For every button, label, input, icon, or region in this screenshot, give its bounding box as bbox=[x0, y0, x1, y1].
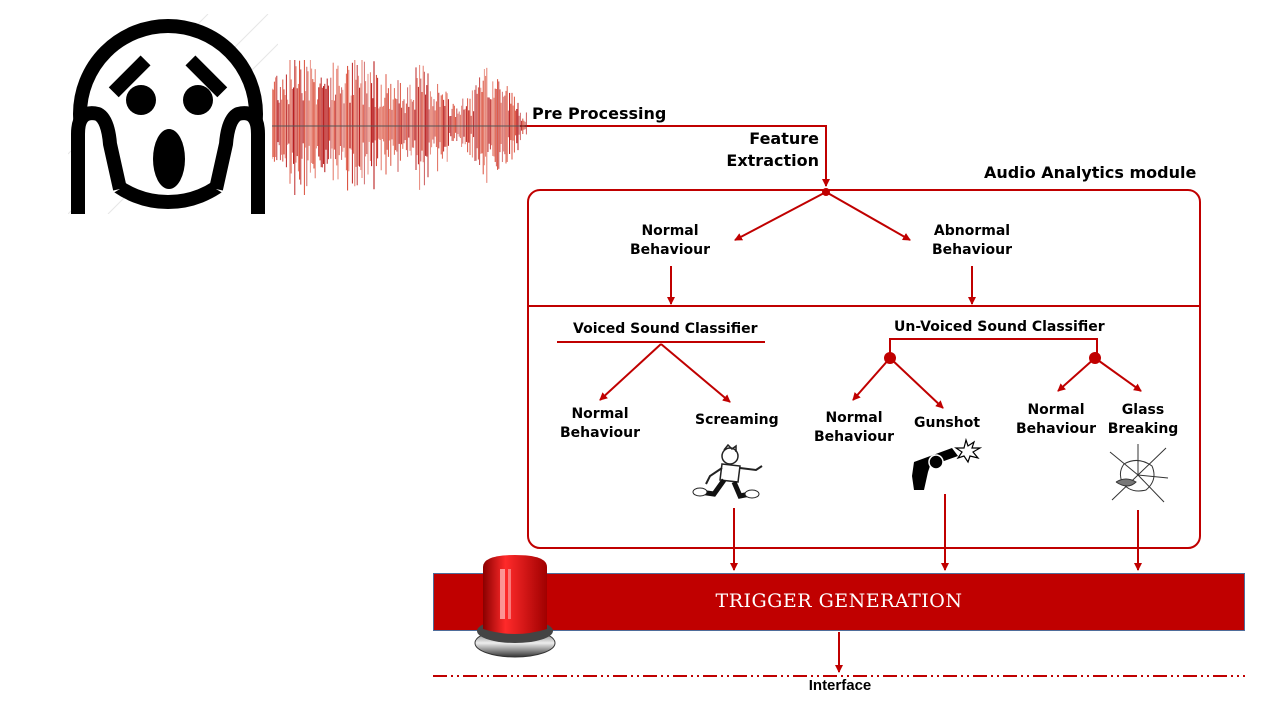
running-man-icon bbox=[692, 444, 763, 499]
label-line: Behaviour bbox=[814, 429, 894, 445]
normal-behaviour-label: Normal Behaviour bbox=[620, 222, 720, 260]
label-line: Behaviour bbox=[560, 425, 640, 441]
label-line: Breaking bbox=[1107, 421, 1179, 437]
revolver-icon bbox=[912, 437, 982, 490]
abnormal-behaviour-label: Abnormal Behaviour bbox=[922, 222, 1022, 260]
voiced-classifier-title: Voiced Sound Classifier bbox=[573, 321, 758, 337]
unvoiced-normal-label-1: Normal Behaviour bbox=[802, 409, 906, 447]
broken-glass-icon bbox=[1109, 444, 1169, 503]
label-line: Behaviour bbox=[932, 242, 1012, 258]
label-line: Normal bbox=[825, 410, 883, 426]
pre-processing-label: Pre Processing bbox=[532, 104, 667, 123]
unvoiced-normal-label-2: Normal Behaviour bbox=[1004, 401, 1108, 439]
label-line: Normal bbox=[641, 223, 699, 239]
alarm-siren-icon bbox=[474, 555, 556, 658]
label-line: Normal bbox=[571, 406, 629, 422]
glass-breaking-label: Glass Breaking bbox=[1100, 401, 1186, 439]
screaming-face-icon bbox=[68, 14, 278, 214]
feature-extraction-label: Feature Extraction bbox=[700, 128, 819, 172]
feature-extraction-line1: Feature bbox=[749, 129, 819, 148]
audio-analytics-module-box bbox=[527, 189, 1201, 549]
label-line: Abnormal bbox=[933, 223, 1011, 239]
trigger-generation-label: TRIGGER GENERATION bbox=[715, 590, 963, 612]
label-line: Normal bbox=[1027, 402, 1085, 418]
audio-waveform-icon bbox=[272, 60, 527, 195]
label-line: Behaviour bbox=[1016, 421, 1096, 437]
trigger-generation-bar: TRIGGER GENERATION bbox=[433, 573, 1245, 631]
voiced-normal-label: Normal Behaviour bbox=[548, 405, 652, 443]
label-line: Behaviour bbox=[630, 242, 710, 258]
unvoiced-bracket bbox=[889, 338, 1098, 358]
gunshot-label: Gunshot bbox=[914, 415, 981, 431]
screaming-label: Screaming bbox=[695, 412, 779, 428]
label-line: Glass bbox=[1121, 402, 1165, 418]
interface-label: Interface bbox=[808, 677, 872, 694]
feature-extraction-line2: Extraction bbox=[726, 151, 819, 170]
module-title: Audio Analytics module bbox=[984, 163, 1197, 182]
unvoiced-classifier-title: Un-Voiced Sound Classifier bbox=[894, 319, 1105, 335]
preprocessing-connector bbox=[520, 125, 830, 187]
